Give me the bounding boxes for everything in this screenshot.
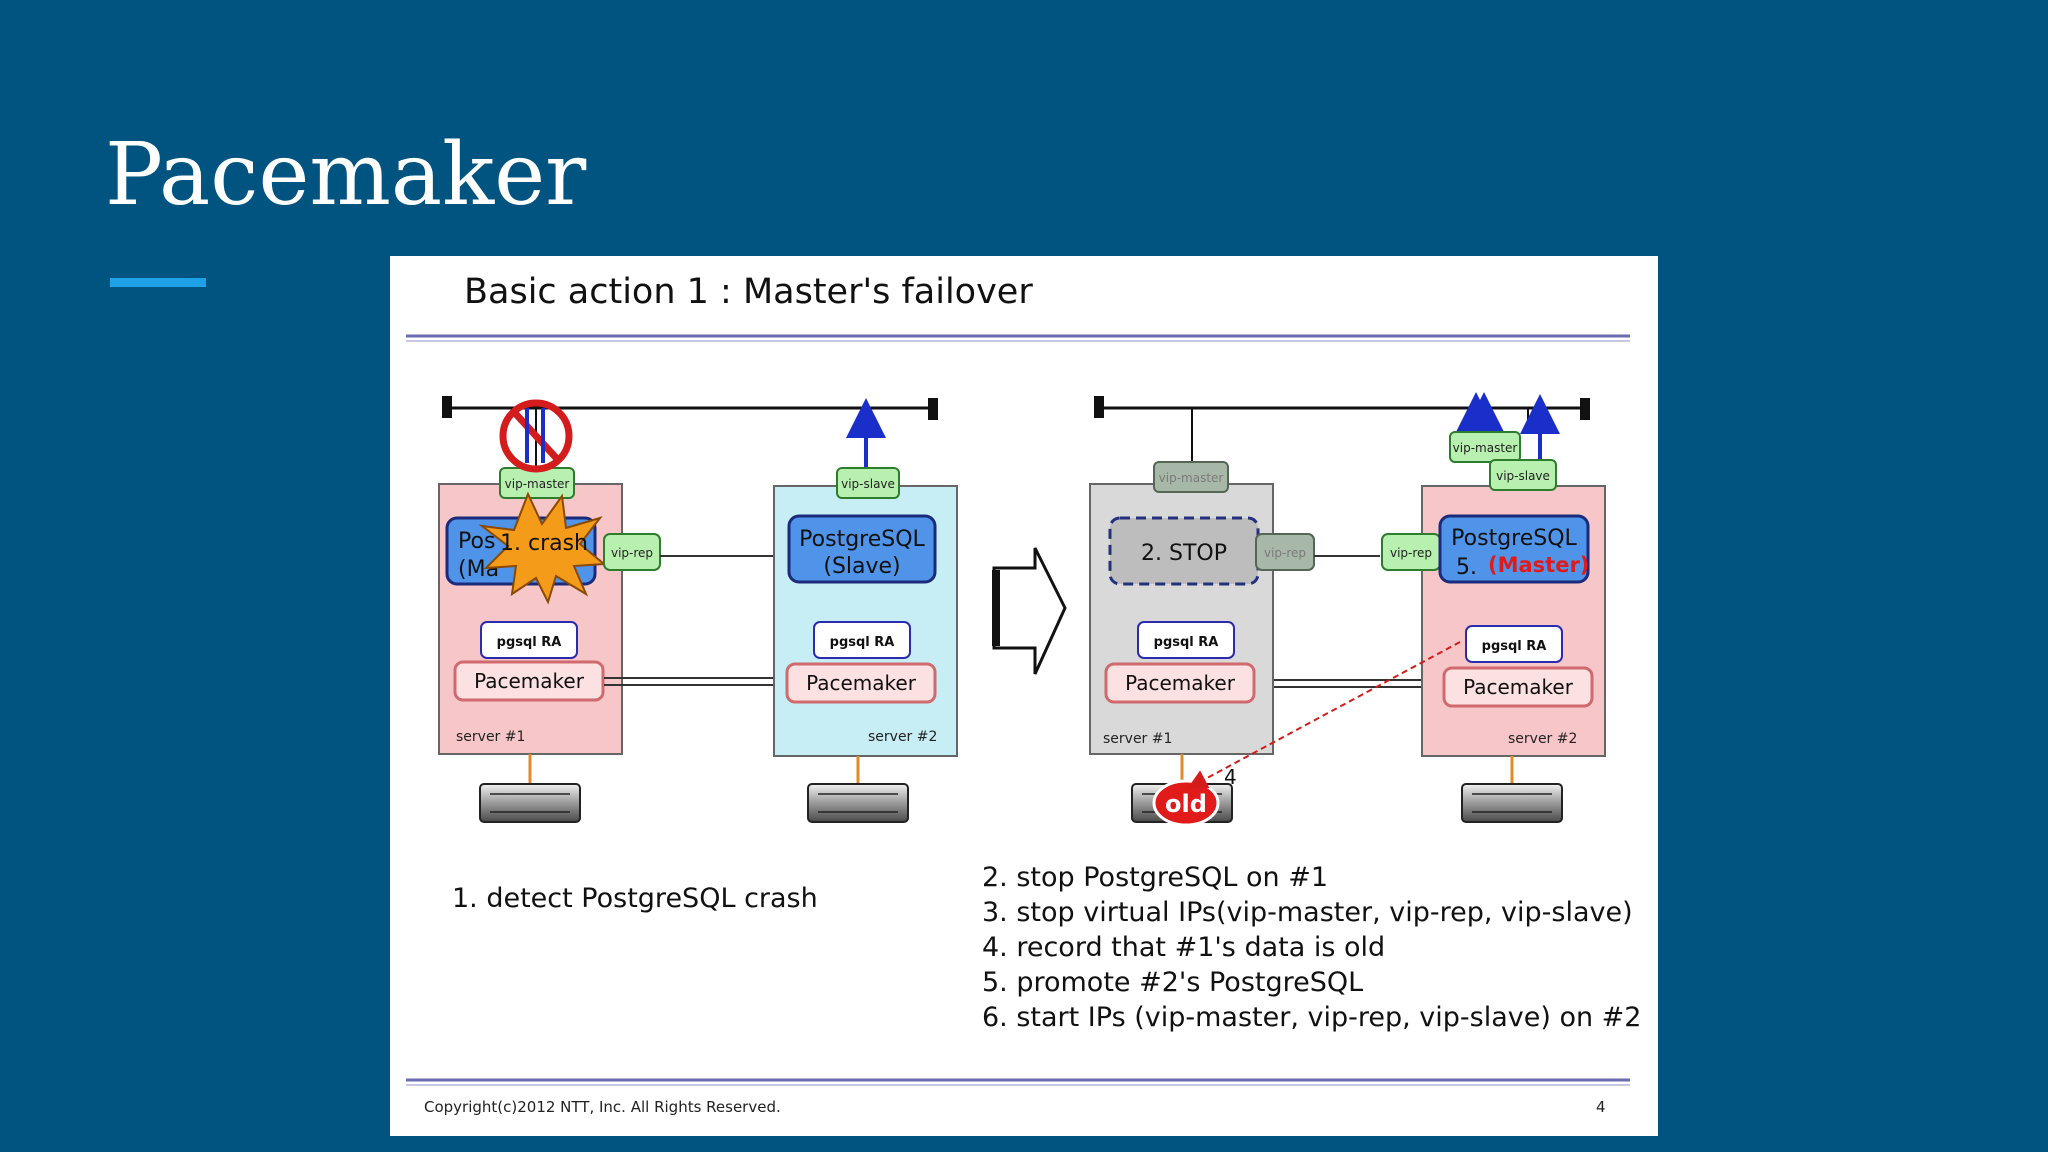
svg-text:5.: 5. xyxy=(1456,555,1477,580)
left-diagram: server #1 vip-master Pos (Ma 1. crash vi… xyxy=(438,396,958,823)
svg-text:Pos: Pos xyxy=(458,529,495,554)
server2-pgsql-ra xyxy=(813,621,911,659)
right-server2-pgsql-ra xyxy=(1465,625,1563,663)
svg-text:Pacemaker: Pacemaker xyxy=(1125,671,1236,695)
svg-text:2. STOP: 2. STOP xyxy=(1141,541,1227,566)
svg-text:vip-rep: vip-rep xyxy=(1264,546,1306,560)
step-1: 1. detect PostgreSQL crash xyxy=(452,883,818,914)
server1-pacemaker xyxy=(453,660,605,702)
svg-text:(Slave): (Slave) xyxy=(823,554,900,579)
server1-disk-icon xyxy=(479,783,581,823)
crash-burst-icon xyxy=(478,491,607,605)
inner-slide-heading: Basic action 1 : Master's failover xyxy=(464,272,1033,312)
step-5: 5. promote #2's PostgreSQL xyxy=(982,967,1363,998)
right-server2-vip-master xyxy=(1449,431,1521,463)
crash-label: 1. crash xyxy=(500,531,588,556)
server2-postgres xyxy=(787,514,937,584)
svg-text:vip-master: vip-master xyxy=(1453,441,1518,455)
svg-text:vip-rep: vip-rep xyxy=(1390,546,1432,560)
step-4: 4. record that #1's data is old xyxy=(982,932,1385,963)
svg-text:vip-slave: vip-slave xyxy=(841,477,895,491)
svg-text:old: old xyxy=(1165,790,1207,818)
page-title: Pacemaker xyxy=(105,125,587,225)
svg-text:vip-slave: vip-slave xyxy=(1496,469,1550,483)
svg-text:pgsql RA: pgsql RA xyxy=(1482,639,1547,654)
step4-marker: 4 xyxy=(1224,765,1237,789)
svg-text:pgsql RA: pgsql RA xyxy=(830,635,895,650)
svg-text:PostgreSQL: PostgreSQL xyxy=(799,527,925,552)
right-server1-vip-rep xyxy=(1255,533,1315,571)
svg-text:vip-master: vip-master xyxy=(505,477,570,491)
right-server2-pacemaker xyxy=(1442,666,1594,708)
right-server2-postgres xyxy=(1438,514,1590,584)
server2-pacemaker xyxy=(785,662,937,704)
svg-text:Pacemaker: Pacemaker xyxy=(806,671,917,695)
server2-label: server #2 xyxy=(868,729,937,745)
svg-text:vip-master: vip-master xyxy=(1159,471,1224,485)
step-3: 3. stop virtual IPs(vip-master, vip-rep,… xyxy=(982,897,1633,928)
svg-text:pgsql RA: pgsql RA xyxy=(497,635,562,650)
svg-text:server #2: server #2 xyxy=(1508,731,1577,747)
svg-text:Pacemaker: Pacemaker xyxy=(474,669,585,693)
server1-pgsql-ra xyxy=(480,621,578,659)
right-server1-pacemaker xyxy=(1104,662,1256,704)
failover-diagram: Basic action 1 : Master's failover serve… xyxy=(406,272,1641,1116)
svg-text:server #1: server #1 xyxy=(1103,731,1172,747)
svg-text:PostgreSQL: PostgreSQL xyxy=(1451,526,1577,551)
right-server1-pgsql-ra xyxy=(1137,621,1235,659)
server2-disk-icon xyxy=(807,783,909,823)
vip-rep-left xyxy=(603,533,661,571)
server1-label: server #1 xyxy=(456,729,525,745)
page-number: 4 xyxy=(1596,1098,1606,1116)
prohibited-icon xyxy=(499,399,573,473)
new-master-label: (Master) xyxy=(1488,553,1589,577)
old-data-badge xyxy=(1152,779,1220,827)
right-server1-vip-master xyxy=(1153,461,1229,493)
copyright: Copyright(c)2012 NTT, Inc. All Rights Re… xyxy=(424,1098,781,1116)
title-underline xyxy=(110,278,206,287)
right-server2-vip-slave xyxy=(1489,459,1557,491)
embedded-slide-image: Basic action 1 : Master's failover serve… xyxy=(390,256,1658,1136)
step-6: 6. start IPs (vip-master, vip-rep, vip-s… xyxy=(982,1002,1641,1033)
svg-text:vip-rep: vip-rep xyxy=(611,546,653,560)
right-server2-disk-icon xyxy=(1461,783,1563,823)
svg-text:Pacemaker: Pacemaker xyxy=(1463,675,1574,699)
step-2: 2. stop PostgreSQL on #1 xyxy=(982,862,1328,893)
right-diagram: server #1 vip-master 2. STOP vip-rep pgs… xyxy=(1089,392,1606,827)
svg-text:pgsql RA: pgsql RA xyxy=(1154,635,1219,650)
transition-arrow-icon xyxy=(992,547,1067,675)
server2-vip-slave xyxy=(836,467,900,499)
